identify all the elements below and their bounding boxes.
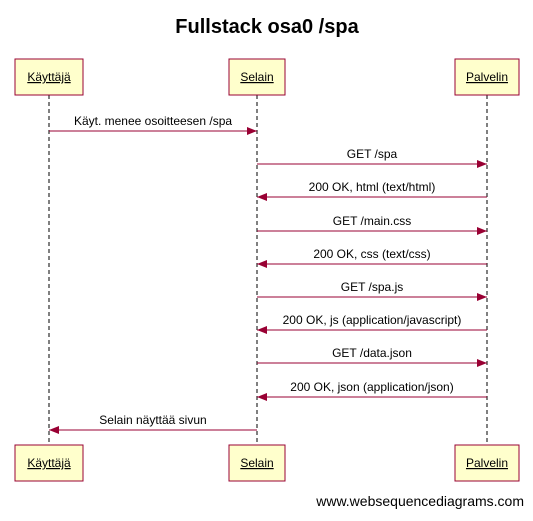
participant-label: Selain [240, 70, 273, 84]
participant-box [14, 58, 84, 96]
participant-box [228, 58, 286, 96]
message-label: GET /spa.js [341, 280, 403, 294]
message-8: GET /data.json [257, 346, 487, 367]
message-label: 200 OK, css (text/css) [313, 247, 430, 261]
participant-box [14, 444, 84, 482]
participant-box [454, 58, 520, 96]
participant-browser-bottom: Selain [228, 444, 286, 482]
message-3: 200 OK, html (text/html) [257, 180, 487, 201]
participant-row-top: Käyttäjä Selain Palvelin [14, 58, 520, 96]
message-label: 200 OK, json (application/json) [290, 380, 453, 394]
participant-box [228, 444, 286, 482]
watermark: www.websequencediagrams.com [315, 493, 524, 509]
message-label: 200 OK, js (application/javascript) [283, 313, 462, 327]
message-7: 200 OK, js (application/javascript) [257, 313, 487, 334]
message-4: GET /main.css [257, 214, 487, 235]
participant-user-top: Käyttäjä [14, 58, 84, 96]
participant-server-top: Palvelin [454, 58, 520, 96]
message-label: GET /spa [347, 147, 398, 161]
message-label: 200 OK, html (text/html) [309, 180, 436, 194]
participant-label: Palvelin [466, 70, 508, 84]
diagram-title: Fullstack osa0 /spa [175, 16, 359, 38]
message-2: GET /spa [257, 147, 487, 168]
participant-label: Käyttäjä [27, 456, 71, 470]
participant-user-bottom: Käyttäjä [14, 444, 84, 482]
message-5: 200 OK, css (text/css) [257, 247, 487, 268]
message-label: Käyt. menee osoitteesen /spa [74, 114, 232, 128]
message-10: Selain näyttää sivun [49, 413, 257, 434]
message-label: Selain näyttää sivun [99, 413, 206, 427]
message-6: GET /spa.js [257, 280, 487, 301]
message-1: Käyt. menee osoitteesen /spa [49, 114, 257, 135]
participant-server-bottom: Palvelin [454, 444, 520, 482]
participant-label: Selain [240, 456, 273, 470]
message-9: 200 OK, json (application/json) [257, 380, 487, 401]
participant-box [454, 444, 520, 482]
message-label: GET /main.css [333, 214, 411, 228]
participant-label: Palvelin [466, 456, 508, 470]
lifelines [48, 95, 488, 445]
participant-label: Käyttäjä [27, 70, 71, 84]
participant-browser-top: Selain [228, 58, 286, 96]
message-label: GET /data.json [332, 346, 412, 360]
participant-row-bottom: Käyttäjä Selain Palvelin [14, 444, 520, 482]
